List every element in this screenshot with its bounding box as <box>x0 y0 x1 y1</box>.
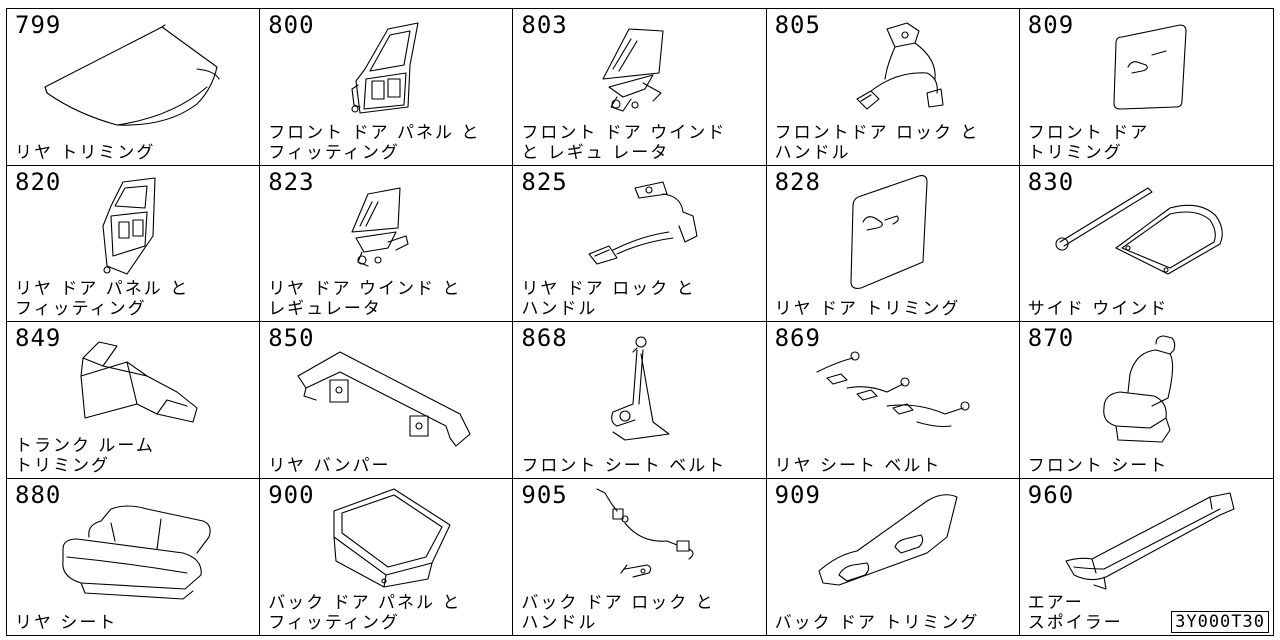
part-code: 825 <box>521 167 568 196</box>
back-door-trim-icon <box>818 493 958 586</box>
part-name: フロント シート ベルト <box>521 455 727 476</box>
front-window-regulator-icon <box>602 28 664 112</box>
part-code: 868 <box>521 324 568 352</box>
part-code: 870 <box>1027 324 1075 352</box>
front-seat-icon <box>1102 335 1176 443</box>
part-code: 809 <box>1027 11 1075 39</box>
part-cell-869[interactable]: 869 リヤ シート ベルト <box>766 322 1020 479</box>
part-name: バック ドア パネル と フィッティング <box>268 593 462 633</box>
part-name: エアー スポイラー <box>1027 593 1123 633</box>
rear-parcel-shelf-icon <box>44 24 220 126</box>
trunk-room-trim-icon <box>80 341 198 423</box>
part-code: 850 <box>268 324 315 352</box>
rear-seat-belt-icon <box>816 351 970 428</box>
part-code: 805 <box>774 11 821 39</box>
part-code: 823 <box>268 167 315 196</box>
part-cell-960[interactable]: 960 エアー スポイラー <box>1020 479 1273 636</box>
part-code: 803 <box>521 11 568 39</box>
parts-index-sheet: 799 リヤ トリミング 800 フロント ドア パネル と フィッティング 8… <box>6 8 1274 636</box>
part-code: 869 <box>774 324 821 352</box>
part-name: フロント ドア パネル と フィッティング <box>268 122 481 163</box>
part-cell-868[interactable]: 868 フロント シート ベルト <box>513 322 767 479</box>
part-code: 820 <box>15 167 62 196</box>
part-cell-870[interactable]: 870 フロント シート <box>1019 322 1273 479</box>
part-cell-905[interactable]: 905 バック ドア ロック と ハンドル <box>513 478 767 635</box>
front-seat-belt-icon <box>611 336 670 441</box>
part-name: バック ドア ロック と ハンドル <box>521 593 715 633</box>
part-code: 880 <box>15 480 62 509</box>
part-code: 800 <box>268 11 315 39</box>
air-spoiler-icon <box>1065 491 1235 590</box>
back-door-lock-icon <box>596 487 694 578</box>
part-name: バック ドア トリミング <box>774 613 980 633</box>
part-cell-830[interactable]: 830 サイド ウインド <box>1019 166 1273 322</box>
rear-door-panel-icon <box>102 176 156 275</box>
part-name: リヤ トリミング <box>15 142 156 163</box>
rear-seat-icon <box>62 504 211 600</box>
part-cell-850[interactable]: 850 リヤ バンパー <box>260 322 514 479</box>
part-name: フロント ドア トリミング <box>1027 122 1150 163</box>
part-cell-803[interactable]: 803 フロント ドア ウインド と レギュ レータ <box>513 9 767 166</box>
front-door-panel-icon <box>351 22 419 114</box>
part-code: 830 <box>1027 167 1075 196</box>
part-name: リヤ バンパー <box>268 455 391 476</box>
part-cell-820[interactable]: 820 リヤ ドア パネル と フィッティング <box>7 165 261 322</box>
side-window-icon <box>1055 186 1223 275</box>
part-code: 799 <box>15 11 62 39</box>
part-name: リヤ シート ベルト <box>774 455 942 476</box>
front-door-lock-icon <box>856 22 944 110</box>
front-door-trim-icon <box>1113 24 1187 110</box>
part-name: リヤ ドア パネル と フィッティング <box>15 279 190 319</box>
part-cell-909[interactable]: 909 バック ドア トリミング <box>767 478 1020 635</box>
part-code: 849 <box>15 324 62 352</box>
diagram-id-label: 3Y000T30 <box>1171 611 1269 633</box>
part-cell-800[interactable]: 800 フロント ドア パネル と フィッティング <box>260 9 514 166</box>
part-cell-825[interactable]: 825 リヤ ドア ロック と ハンドル <box>513 165 767 322</box>
part-cell-849[interactable]: 849 トランク ルーム トリミング <box>7 322 261 479</box>
part-code: 828 <box>774 167 821 196</box>
part-name: リヤ シート <box>15 613 118 633</box>
part-cell-880[interactable]: 880 リヤ シート <box>7 478 261 635</box>
rear-door-trim-icon <box>850 174 928 289</box>
part-code: 909 <box>774 480 821 509</box>
part-name: フロント ドア ウインド と レギュ レータ <box>521 122 727 163</box>
part-name: フロントドア ロック と ハンドル <box>774 122 980 163</box>
part-cell-805[interactable]: 805 フロントドア ロック と ハンドル <box>766 9 1020 166</box>
back-door-panel-icon <box>333 487 451 588</box>
parts-grid: 799 リヤ トリミング 800 フロント ドア パネル と フィッティング 8… <box>7 9 1273 635</box>
part-cell-900[interactable]: 900 バック ドア パネル と フィッティング <box>260 478 514 635</box>
rear-door-lock-icon <box>588 180 698 265</box>
part-name: サイド ウインド <box>1027 299 1169 319</box>
part-code: 960 <box>1027 480 1075 509</box>
rear-window-regulator-icon <box>351 186 409 267</box>
part-cell-828[interactable]: 828 リヤ ドア トリミング <box>766 165 1020 322</box>
part-cell-823[interactable]: 823 リヤ ドア ウインド と レギュレータ <box>260 165 514 322</box>
part-cell-809[interactable]: 809 フロント ドア トリミング <box>1019 9 1273 166</box>
part-name: リヤ ドア ロック と ハンドル <box>521 279 696 319</box>
part-name: フロント シート <box>1027 455 1169 476</box>
part-name: トランク ルーム トリミング <box>15 435 155 476</box>
part-name: リヤ ドア トリミング <box>774 299 961 319</box>
rear-bumper-icon <box>297 351 471 447</box>
part-name: リヤ ドア ウインド と レギュレータ <box>268 279 462 319</box>
part-code: 900 <box>268 480 315 509</box>
part-code: 905 <box>521 480 568 509</box>
part-cell-799[interactable]: 799 リヤ トリミング <box>7 9 261 166</box>
